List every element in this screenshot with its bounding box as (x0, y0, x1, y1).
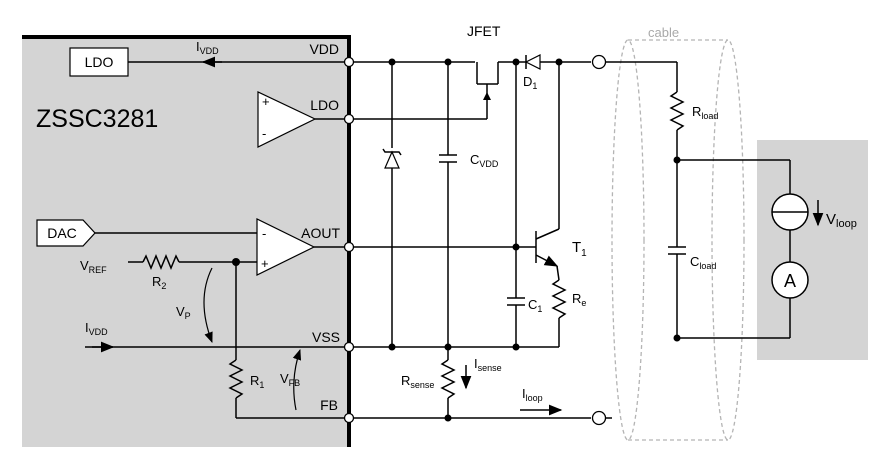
cable-end-left (611, 39, 645, 441)
ldo-opamp-minus: - (262, 126, 266, 141)
vfb-label: VFB (280, 371, 300, 388)
rsense-resistor (440, 359, 456, 399)
r1-resistor (228, 359, 244, 399)
node-vss-1 (388, 343, 396, 351)
r2-resistor (142, 254, 180, 270)
rload-label: Rload (692, 104, 718, 121)
aout-opamp (256, 218, 316, 276)
t1-emitter-wire (556, 265, 560, 281)
vp-label: VP (176, 304, 191, 321)
zener-diode (384, 150, 400, 169)
node-vss-3 (512, 343, 520, 351)
jfet-gate-arrow (483, 92, 491, 100)
pin-ldo-label: LDO (310, 97, 339, 113)
node-fb (444, 414, 452, 422)
terminal-top (591, 54, 607, 70)
node-base (512, 243, 520, 251)
r1-label: R1 (250, 373, 264, 390)
pin-fb-label: FB (320, 397, 338, 413)
iloop-label: Iloop (522, 386, 543, 403)
ammeter-label: A (784, 271, 796, 291)
t1-collector (535, 228, 560, 240)
terminal-bottom (591, 410, 607, 426)
jfet-label: JFET (467, 23, 501, 39)
t1-emitter (535, 254, 559, 267)
zener-bar (382, 148, 402, 156)
isense-label: Isense (474, 356, 502, 373)
vfb-arrow (292, 348, 302, 411)
dac-label: DAC (47, 225, 77, 241)
cable-end-right (711, 39, 745, 441)
ivdd-top-label: IVDD (196, 39, 219, 56)
vp-arrow (203, 267, 213, 344)
pin-ldo (343, 113, 355, 125)
ic-title: ZSSC3281 (36, 105, 158, 133)
aout-opamp-plus: + (261, 256, 269, 271)
ldo-block-label: LDO (85, 54, 114, 70)
pin-vss (343, 341, 355, 353)
ldo-opamp-plus: + (262, 94, 270, 109)
re-resistor (551, 279, 567, 319)
re-label: Re (572, 291, 586, 308)
d1-diode (524, 54, 541, 70)
pin-aout (343, 241, 355, 253)
aout-opamp-minus: - (262, 226, 266, 241)
r2-label: R2 (152, 274, 166, 291)
t1-label: T1 (572, 239, 587, 259)
ivdd-left-label: IVDD (85, 320, 108, 337)
pin-vdd-label: VDD (309, 41, 339, 57)
pin-fb (343, 412, 355, 424)
vloop-label: Vloop (826, 211, 857, 230)
cload-label: Cload (690, 254, 716, 271)
pin-aout-label: AOUT (301, 225, 340, 241)
rsense-label: Rsense (401, 373, 434, 390)
meter-box (757, 140, 868, 360)
rload-resistor (669, 91, 685, 131)
dac-block (36, 219, 96, 247)
d1-label: D1 (523, 74, 537, 91)
ic-border (22, 35, 351, 447)
cvdd-label: CVDD (470, 152, 499, 169)
pin-vdd (343, 56, 355, 68)
vref-label: VREF (80, 258, 107, 275)
cable-label: cable (648, 25, 679, 40)
ldo-opamp (257, 91, 317, 148)
pin-vss-label: VSS (312, 329, 340, 345)
c1-label: C1 (528, 297, 542, 314)
